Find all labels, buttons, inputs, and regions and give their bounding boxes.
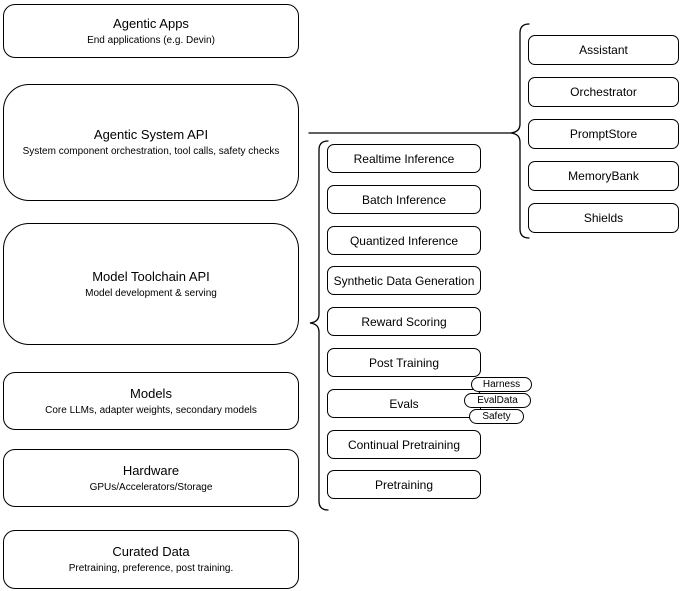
tag-safety: Safety [469,409,524,424]
tag-evaldata: EvalData [464,393,531,408]
agentic-system-api-title: Agentic System API [93,127,209,142]
node-evals: Evals [327,389,481,418]
model-toolchain-api-title: Model Toolchain API [92,268,210,284]
agentic-brace [510,23,530,239]
box-models: Models Core LLMs, adapter weights, secon… [3,372,299,430]
node-shields: Shields [528,203,679,233]
models-title: Models [130,385,172,401]
agentic-apps-title: Agentic Apps [113,15,189,31]
node-quantized-inference: Quantized Inference [327,226,481,255]
box-hardware: Hardware GPUs/Accelerators/Storage [3,449,299,507]
models-subtitle: Core LLMs, adapter weights, secondary mo… [45,404,257,416]
node-pretraining: Pretraining [327,470,481,499]
hardware-subtitle: GPUs/Accelerators/Storage [89,481,213,493]
tag-harness: Harness [471,377,532,392]
toolchain-brace [309,140,329,511]
box-agentic-apps: Agentic Apps End applications (e.g. Devi… [3,4,299,58]
node-batch-inference: Batch Inference [327,185,481,214]
agentic-system-api-subtitle: System component orchestration, tool cal… [22,146,280,157]
agentic-apps-subtitle: End applications (e.g. Devin) [87,34,215,46]
hardware-title: Hardware [122,462,180,478]
model-toolchain-api-subtitle: Model development & serving [85,287,217,299]
box-agentic-system-api: Agentic System API System component orch… [3,84,299,201]
box-model-toolchain-api: Model Toolchain API Model development & … [3,223,299,345]
curated-data-title: Curated Data [112,544,190,559]
curated-data-subtitle: Pretraining, preference, post training. [68,563,234,574]
node-promptstore: PromptStore [528,119,679,149]
node-realtime-inference: Realtime Inference [327,144,481,173]
node-orchestrator: Orchestrator [528,77,679,107]
node-assistant: Assistant [528,35,679,65]
node-post-training: Post Training [327,348,481,377]
node-synthetic-data-generation: Synthetic Data Generation [327,266,481,295]
node-memorybank: MemoryBank [528,161,679,191]
node-continual-pretraining: Continual Pretraining [327,430,481,459]
box-curated-data: Curated Data Pretraining, preference, po… [3,530,299,589]
node-reward-scoring: Reward Scoring [327,307,481,336]
